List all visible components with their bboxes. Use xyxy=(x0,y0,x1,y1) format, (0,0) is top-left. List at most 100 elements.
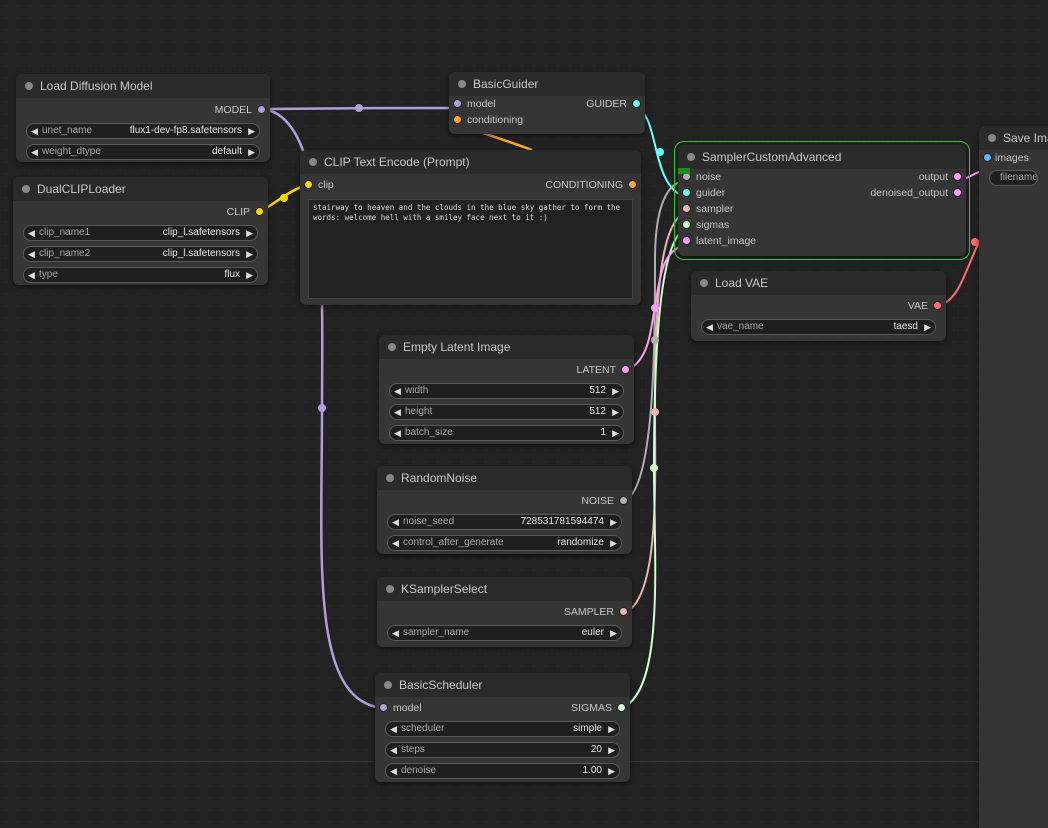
node-title-bar[interactable]: BasicScheduler xyxy=(375,673,630,697)
arrow-left-icon[interactable]: ◀ xyxy=(394,407,401,417)
arrow-left-icon[interactable]: ◀ xyxy=(390,745,397,755)
arrow-right-icon[interactable]: ▶ xyxy=(924,322,931,332)
arrow-left-icon[interactable]: ◀ xyxy=(28,249,35,259)
collapse-dot-icon[interactable] xyxy=(386,474,394,482)
output-socket-conditioning[interactable] xyxy=(629,181,636,188)
input-socket-guider[interactable] xyxy=(683,189,690,196)
node-title-bar[interactable]: DualCLIPLoader xyxy=(13,177,268,201)
node-save-image[interactable]: Save Ima images filename_ xyxy=(979,126,1048,828)
node-title-bar[interactable]: Save Ima xyxy=(979,126,1048,150)
arrow-right-icon[interactable]: ▶ xyxy=(246,270,253,280)
node-title-bar[interactable]: SamplerCustomAdvanced xyxy=(678,145,966,169)
reroute-dot[interactable] xyxy=(651,408,659,416)
arrow-left-icon[interactable]: ◀ xyxy=(31,126,38,136)
arrow-left-icon[interactable]: ◀ xyxy=(390,724,397,734)
node-title-bar[interactable]: Load VAE xyxy=(691,271,946,295)
reroute-dot[interactable] xyxy=(656,148,664,156)
arrow-right-icon[interactable]: ▶ xyxy=(248,126,255,136)
arrow-right-icon[interactable]: ▶ xyxy=(610,538,617,548)
input-socket-model[interactable] xyxy=(380,704,387,711)
output-socket-denoised[interactable] xyxy=(954,189,961,196)
reroute-dot[interactable] xyxy=(651,304,659,312)
arrow-right-icon[interactable]: ▶ xyxy=(612,407,619,417)
node-title-bar[interactable]: Load Diffusion Model xyxy=(16,74,270,98)
arrow-left-icon[interactable]: ◀ xyxy=(31,147,38,157)
collapse-dot-icon[interactable] xyxy=(386,585,394,593)
collapse-dot-icon[interactable] xyxy=(309,158,317,166)
output-socket-sigmas[interactable] xyxy=(618,704,625,711)
collapse-dot-icon[interactable] xyxy=(458,80,466,88)
output-socket-guider[interactable] xyxy=(633,100,640,107)
arrow-left-icon[interactable]: ◀ xyxy=(28,270,35,280)
node-title-bar[interactable]: RandomNoise xyxy=(377,466,632,490)
input-socket-noise[interactable] xyxy=(683,173,690,180)
output-socket-latent[interactable] xyxy=(622,366,629,373)
input-socket-images[interactable] xyxy=(984,154,991,161)
node-title-bar[interactable]: BasicGuider xyxy=(449,72,645,96)
arrow-right-icon[interactable]: ▶ xyxy=(246,249,253,259)
reroute-dot[interactable] xyxy=(318,404,326,412)
node-title-bar[interactable]: CLIP Text Encode (Prompt) xyxy=(300,150,641,174)
arrow-right-icon[interactable]: ▶ xyxy=(608,766,615,776)
collapse-dot-icon[interactable] xyxy=(25,82,33,90)
output-socket-noise[interactable] xyxy=(620,497,627,504)
output-socket-sampler[interactable] xyxy=(620,608,627,615)
reroute-dot[interactable] xyxy=(971,238,979,246)
prompt-textarea[interactable]: stairway to heaven and the clouds in the… xyxy=(308,199,633,299)
input-socket-clip[interactable] xyxy=(305,181,312,188)
node-basic-guider[interactable]: BasicGuider model GUIDER conditioning xyxy=(449,72,645,134)
input-socket-sigmas[interactable] xyxy=(683,221,690,228)
arrow-right-icon[interactable]: ▶ xyxy=(610,628,617,638)
arrow-right-icon[interactable]: ▶ xyxy=(612,386,619,396)
reroute-dot[interactable] xyxy=(650,464,658,472)
arrow-left-icon[interactable]: ◀ xyxy=(394,428,401,438)
node-clip-text-encode[interactable]: CLIP Text Encode (Prompt) clip CONDITION… xyxy=(300,150,641,305)
arrow-right-icon[interactable]: ▶ xyxy=(608,745,615,755)
reroute-dot[interactable] xyxy=(651,336,659,344)
node-title-bar[interactable]: KSamplerSelect xyxy=(377,577,632,601)
arrow-right-icon[interactable]: ▶ xyxy=(248,147,255,157)
input-socket-latent-image[interactable] xyxy=(683,237,690,244)
reroute-dot[interactable] xyxy=(280,194,288,202)
arrow-left-icon[interactable]: ◀ xyxy=(28,228,35,238)
arrow-left-icon[interactable]: ◀ xyxy=(390,766,397,776)
output-socket-clip[interactable] xyxy=(256,208,263,215)
output-socket-output[interactable] xyxy=(954,173,961,180)
widget-filename-prefix[interactable]: filename_ xyxy=(989,170,1038,186)
output-socket-vae[interactable] xyxy=(934,302,941,309)
node-sampler-custom-advanced[interactable]: SamplerCustomAdvanced noise output guide… xyxy=(674,141,970,260)
collapse-dot-icon[interactable] xyxy=(687,153,695,161)
arrow-left-icon[interactable]: ◀ xyxy=(394,386,401,396)
input-socket-model[interactable] xyxy=(454,100,461,107)
node-title-bar[interactable]: Empty Latent Image xyxy=(379,335,634,359)
arrow-right-icon[interactable]: ▶ xyxy=(246,228,253,238)
arrow-right-icon[interactable]: ▶ xyxy=(608,724,615,734)
arrow-left-icon[interactable]: ◀ xyxy=(392,517,399,527)
arrow-left-icon[interactable]: ◀ xyxy=(706,322,713,332)
collapse-dot-icon[interactable] xyxy=(22,185,30,193)
arrow-left-icon[interactable]: ◀ xyxy=(392,628,399,638)
arrow-right-icon[interactable]: ▶ xyxy=(610,517,617,527)
reroute-dot[interactable] xyxy=(355,104,363,112)
input-socket-sampler[interactable] xyxy=(683,205,690,212)
